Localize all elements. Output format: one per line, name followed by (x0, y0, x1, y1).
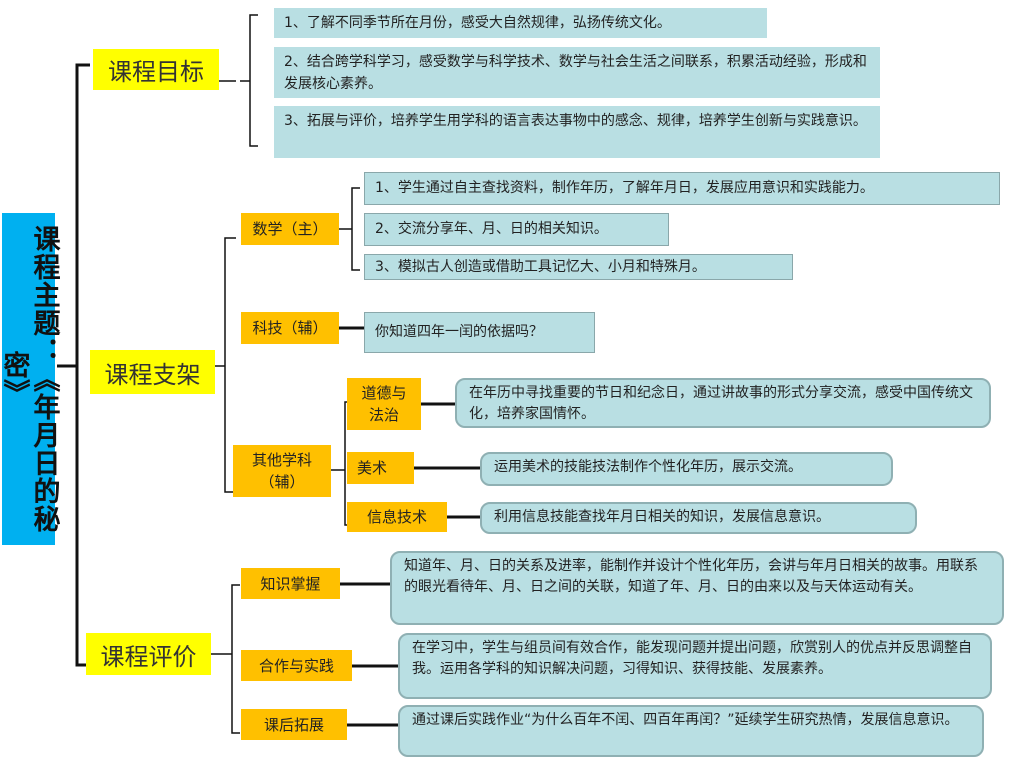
tech-node: 科技（辅） (241, 312, 339, 344)
math-item: 2、交流分享年、月、日的相关知识。 (364, 213, 669, 246)
goal-item: 3、拓展与评价，培养学生用学科的语言表达事物中的感念、规律，培养学生创新与实践意… (274, 106, 880, 158)
math-item: 3、模拟古人创造或借助工具记忆大、小月和特殊月。 (364, 254, 793, 280)
math-node: 数学（主） (241, 213, 339, 245)
extension-node: 课后拓展 (241, 709, 347, 740)
extension-item: 通过课后实践作业“为什么百年不闰、四百年再闰？”延续学生研究热情，发展信息意识。 (398, 705, 984, 757)
course-theme-title: 课程主题：《年月日的秘密》 (0, 213, 60, 545)
art-node: 美术 (347, 452, 414, 484)
it-item: 利用信息技能查找年月日相关的知识，发展信息意识。 (480, 502, 917, 534)
morality-law-item: 在年历中寻找重要的节日和纪念日，通过讲故事的形式分享交流，感受中国传统文化，培养… (455, 378, 991, 428)
knowledge-item: 知道年、月、日的关系及进率，能制作并设计个性化年历，会讲与年月日相关的故事。用联… (390, 551, 1004, 625)
cooperation-item: 在学习中，学生与组员间有效合作，能发现问题并提出问题，欣赏别人的优点并反思调整自… (398, 633, 992, 699)
cooperation-node: 合作与实践 (241, 650, 352, 681)
course-framework-node: 课程支架 (90, 350, 215, 394)
course-goals-node: 课程目标 (93, 49, 219, 90)
other-subjects-node: 其他学科（辅） (233, 445, 331, 497)
morality-law-node: 道德与法治 (347, 378, 421, 430)
goal-item: 1、了解不同季节所在月份，感受大自然规律，弘扬传统文化。 (274, 8, 767, 38)
knowledge-node: 知识掌握 (241, 568, 340, 599)
goal-item: 2、结合跨学科学习，感受数学与科学技术、数学与社会生活之间联系，积累活动经验，形… (274, 47, 880, 98)
art-item: 运用美术的技能技法制作个性化年历，展示交流。 (480, 452, 893, 486)
course-evaluation-node: 课程评价 (86, 633, 211, 675)
tech-item: 你知道四年一闰的依据吗？ (364, 312, 595, 353)
it-node: 信息技术 (347, 502, 447, 532)
math-item: 1、学生通过自主查找资料，制作年历，了解年月日，发展应用意识和实践能力。 (364, 172, 1000, 205)
